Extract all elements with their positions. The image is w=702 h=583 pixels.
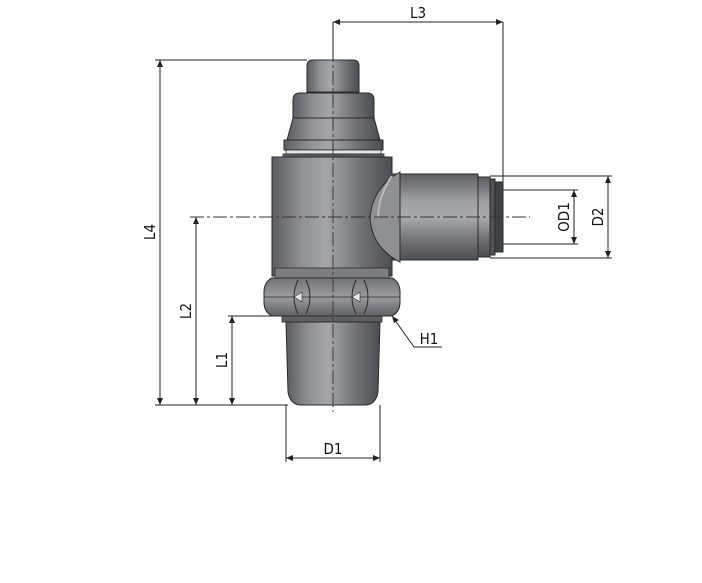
label-L2: L2 bbox=[177, 303, 195, 319]
label-D1: D1 bbox=[324, 440, 343, 458]
cap-ring bbox=[285, 149, 382, 155]
label-D2: D2 bbox=[589, 208, 607, 227]
center-lines bbox=[190, 48, 530, 412]
cap-collar bbox=[283, 139, 384, 151]
label-L1: L1 bbox=[213, 352, 231, 368]
threaded-shank bbox=[285, 321, 381, 406]
label-L3: L3 bbox=[410, 4, 426, 22]
label-OD1: OD1 bbox=[555, 202, 573, 232]
main-body bbox=[271, 156, 393, 277]
dimension-lines bbox=[155, 19, 612, 462]
label-L4: L4 bbox=[141, 224, 159, 240]
cap-taper bbox=[286, 117, 381, 141]
cap-upper bbox=[292, 92, 375, 119]
label-H1: H1 bbox=[420, 330, 439, 348]
fitting-body bbox=[263, 59, 504, 406]
dimension-labels: L3 L4 L2 L1 D1 OD1 D2 H1 bbox=[141, 4, 607, 458]
